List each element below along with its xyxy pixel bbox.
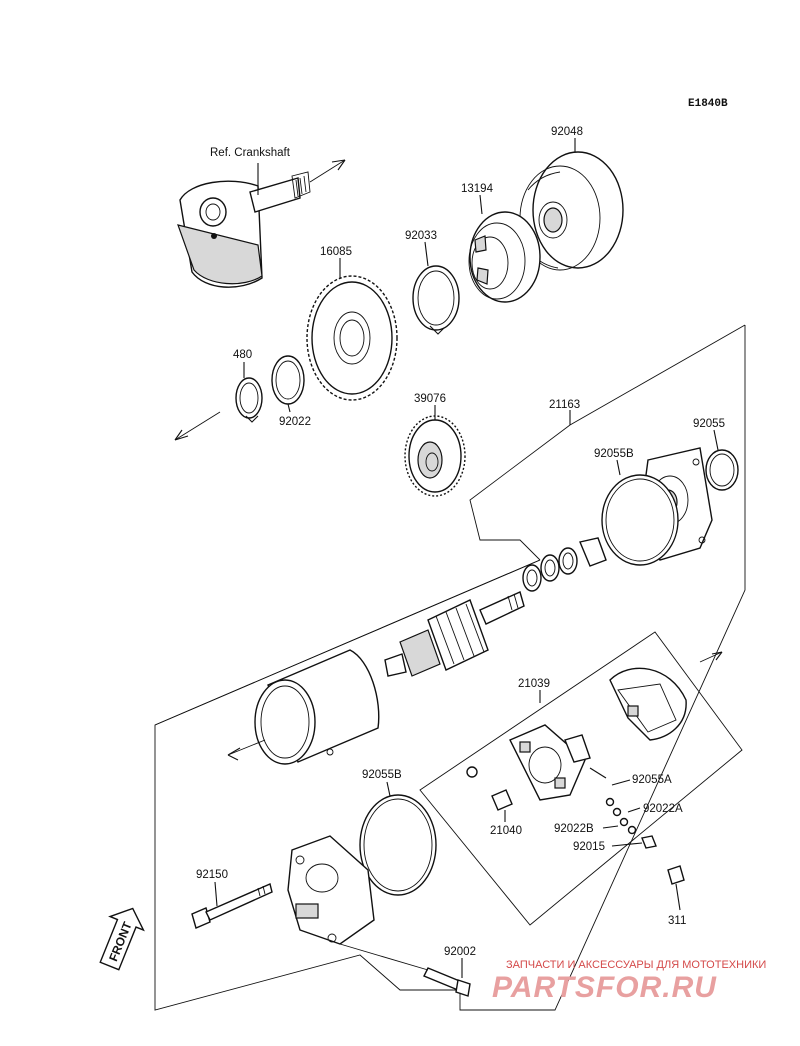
rear-cover: [287, 835, 375, 945]
part-92055B-o-ring-top: [601, 474, 679, 566]
label-92055A: 92055A: [632, 774, 672, 786]
part-480-snap-ring: [235, 377, 263, 423]
label-92002: 92002: [444, 946, 476, 958]
label-92055: 92055: [693, 418, 725, 430]
ref-crankshaft-label: Ref. Crankshaft: [210, 147, 291, 159]
part-21040-brush: [491, 789, 513, 811]
label-39076: 39076: [414, 393, 446, 405]
yoke: [254, 649, 380, 765]
label-13194: 13194: [461, 183, 494, 195]
label-92048: 92048: [551, 126, 583, 138]
label-92055B-bottom: 92055B: [362, 769, 402, 781]
part-92002-bolt: [423, 967, 471, 997]
shaft-washers: [522, 537, 607, 592]
brush-holder: [509, 724, 607, 801]
part-16085-large-gear: [306, 275, 398, 401]
label-92055B-top: 92055B: [594, 448, 634, 460]
part-13194-one-way-clutch: [468, 211, 541, 303]
label-92022B: 92022B: [554, 823, 594, 835]
part-92033-circlip: [412, 265, 460, 335]
label-92033: 92033: [405, 230, 437, 242]
part-311-nut: [667, 865, 685, 885]
label-21163: 21163: [549, 399, 580, 411]
part-92150-through-bolt: [191, 883, 273, 929]
terminal-washers: [605, 797, 657, 849]
armature: [384, 591, 525, 677]
label-21039: 21039: [518, 678, 550, 690]
part-92022-washer: [271, 355, 305, 405]
part-39076-idler-gear: [404, 415, 466, 497]
small-ring-part: [466, 766, 478, 778]
crankshaft-reference: [177, 163, 311, 288]
diagram-code: E1840B: [688, 98, 728, 110]
label-92022A: 92022A: [643, 803, 683, 815]
brush-plate: [609, 667, 687, 741]
label-92022: 92022: [279, 416, 311, 428]
watermark-subtitle: ЗАПЧАСТИ И АКСЕССУАРЫ ДЛЯ МОТОТЕХНИКИ: [506, 959, 766, 971]
label-16085: 16085: [320, 246, 352, 258]
label-92015: 92015: [573, 841, 605, 853]
label-480: 480: [233, 349, 252, 361]
label-92150: 92150: [196, 869, 228, 881]
part-92048-clutch-housing: [519, 151, 624, 271]
front-direction-arrow: FRONT: [99, 907, 145, 971]
part-92055B-o-ring-bottom: [359, 794, 437, 896]
brush-group-outline: [419, 631, 743, 926]
label-311: 311: [668, 915, 686, 927]
watermark-brand: PARTSFOR.RU: [492, 971, 717, 1004]
label-21040: 21040: [490, 825, 522, 837]
part-92055-o-ring: [705, 449, 739, 491]
assembly-outline-21163: [154, 325, 746, 1011]
